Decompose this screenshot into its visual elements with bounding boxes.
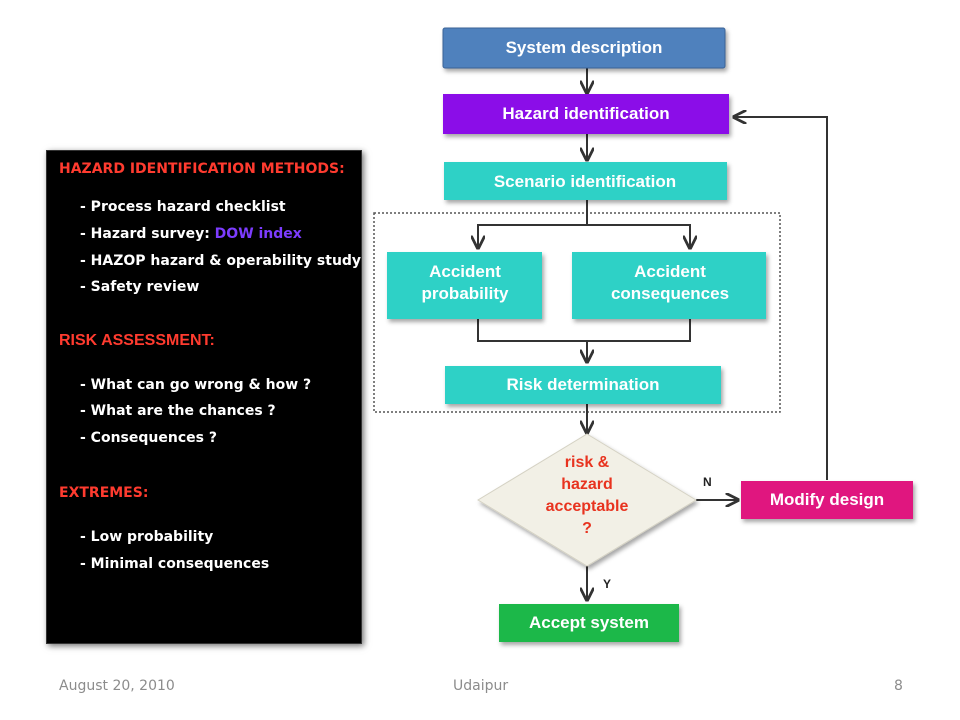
accept-system-label: Accept system: [529, 613, 649, 632]
yes-branch-label: Y: [603, 577, 611, 591]
hazard-identification-methods-heading: HAZARD IDENTIFICATION METHODS:: [59, 161, 345, 177]
system-description-label: System description: [506, 38, 663, 57]
method-item: - HAZOP hazard & operability study: [80, 253, 362, 269]
method-item: - Process hazard checklist: [80, 199, 286, 215]
method-item: - Hazard survey: DOW index: [80, 226, 302, 242]
question-item: - Consequences ?: [80, 430, 217, 446]
risk-analysis-group-border: [373, 212, 781, 413]
decision-label-line3: acceptable: [546, 498, 629, 515]
hazard-identification-label: Hazard identification: [502, 104, 669, 123]
slide-number: 8: [894, 678, 903, 694]
risk-determination-box: Risk determination: [445, 366, 721, 404]
question-item: - What can go wrong & how ?: [80, 377, 312, 393]
modify-design-label: Modify design: [770, 490, 884, 509]
no-branch-label: N: [703, 475, 712, 489]
extremes-heading: EXTREMES:: [59, 485, 149, 501]
arrow-modify-back-to-hazard: [734, 117, 828, 480]
extreme-item: - Low probability: [80, 529, 214, 545]
methods-panel: HAZARD IDENTIFICATION METHODS: - Process…: [46, 150, 362, 644]
accident-probability-box: Accident probability: [387, 252, 542, 319]
arrow-scenario-to-consequences: [587, 224, 690, 248]
risk-determination-label: Risk determination: [506, 375, 659, 394]
question-item: - What are the chances ?: [80, 403, 276, 419]
flow-connectors: [477, 68, 828, 600]
risk-assessment-heading: RISK ASSESSMENT:: [59, 332, 215, 349]
accident-probability-label-line1: Accident: [429, 262, 501, 281]
acceptance-decision-diamond: risk & hazard acceptable ?: [477, 433, 697, 567]
decision-label-line1: risk &: [565, 454, 610, 471]
accident-consequences-box: Accident consequences: [572, 252, 766, 319]
extreme-item: - Minimal consequences: [80, 556, 270, 572]
scenario-identification-box: Scenario identification: [444, 162, 727, 200]
arrow-scenario-to-probability: [478, 200, 588, 248]
accident-probability-label-line2: probability: [422, 284, 509, 303]
system-description-box: System description: [442, 27, 726, 69]
scenario-identification-label: Scenario identification: [494, 172, 676, 191]
hazard-identification-box: Hazard identification: [443, 94, 729, 134]
join-line-probability-consequences: [477, 319, 691, 342]
decision-label-line4: ?: [582, 520, 592, 537]
method-item-label: - Hazard survey:: [80, 226, 215, 242]
method-item: - Safety review: [80, 279, 200, 295]
footer-date: August 20, 2010: [59, 678, 175, 694]
decision-label-line2: hazard: [561, 476, 613, 493]
modify-design-box: Modify design: [741, 481, 913, 519]
accept-system-box: Accept system: [499, 604, 679, 642]
dow-index-text: DOW index: [214, 226, 302, 242]
accident-consequences-label-line1: Accident: [634, 262, 706, 281]
footer-location: Udaipur: [453, 678, 509, 694]
accident-consequences-label-line2: consequences: [611, 284, 729, 303]
